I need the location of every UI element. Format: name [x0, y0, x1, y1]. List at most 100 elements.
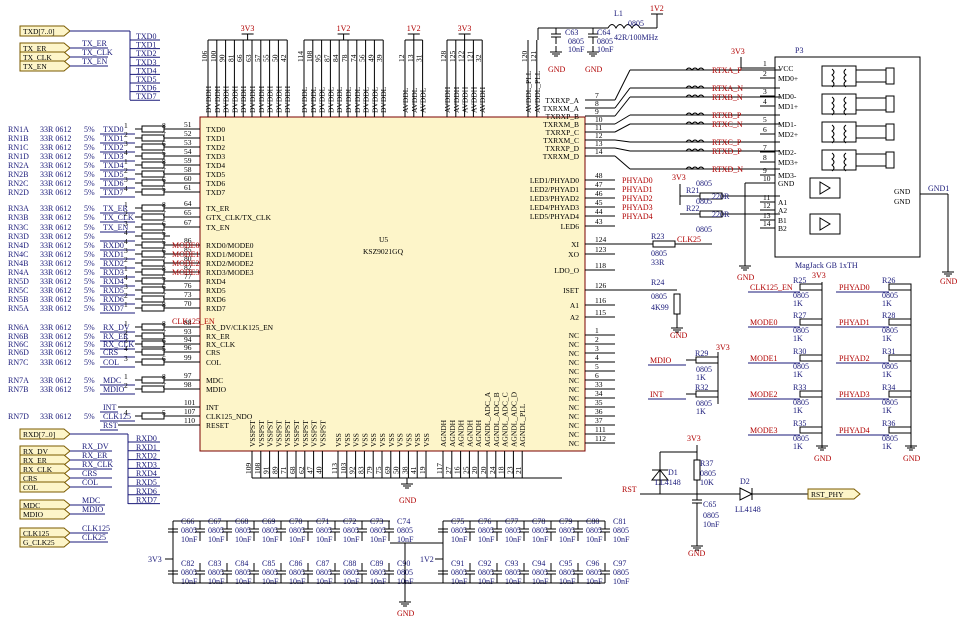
left-rn-pin-a: 3 [124, 246, 128, 255]
left-rn-pin-a: 4 [124, 408, 128, 417]
strap-val: 1K [882, 442, 892, 451]
left-rn-pin-a: 2 [124, 381, 128, 390]
strap-ref: R26 [882, 276, 895, 285]
ic-right-pin-num: 48 [595, 171, 603, 180]
ic-bottom-pin-name: VSS [422, 433, 431, 447]
decap-top-3v3-val: 10nF [262, 535, 279, 544]
rx-bus-net: RXD0 [136, 434, 157, 443]
magjack-pin-num: 4 [763, 97, 767, 106]
ic-bottom-pin-name: AGNDH [465, 419, 474, 447]
left-rn-tol: 5% [84, 161, 95, 170]
left-rst-label: RST [103, 421, 118, 430]
magjack-gnd-pin: GND [894, 197, 911, 206]
ic-right-pin-num: 115 [595, 308, 606, 317]
left-rn-net: TXD4 [103, 161, 123, 170]
inductor-val: 42R/100MHz [614, 33, 658, 42]
left-rn-val: 33R 0612 [40, 286, 71, 295]
magjack-led-b [819, 217, 831, 231]
decap-bot-1v2-pkg: 0805 [613, 568, 629, 577]
ic-bottom-pin-num: 16 [453, 466, 462, 474]
rst-phy-port [807, 488, 861, 500]
ic-left-pin-num: 82 [184, 263, 192, 272]
left-port-label: RX_CLK [23, 465, 53, 474]
rtx-jumper [614, 69, 631, 101]
left-rn-body [141, 188, 165, 196]
decap-bot-3v3-val: 10nF [208, 577, 225, 586]
left-rn-net: RXD4 [103, 277, 124, 286]
ic-right-pin-num: 5 [595, 362, 599, 371]
r23-net: CLK25 [677, 235, 701, 244]
rx-ctl-net: CRS [82, 469, 97, 478]
ic-left-pin-num: 110 [184, 416, 195, 425]
ic-right-pin-num: 46 [595, 189, 603, 198]
left-rn-ref: RN6D [8, 348, 29, 357]
strap-net: CLK125_EN [750, 283, 793, 292]
left-rn-body [141, 376, 165, 384]
left-rn-net: TXD1 [103, 134, 123, 143]
ic-right-pin-name: TXRXM_B [543, 120, 579, 129]
left-rn-net: RXD0 [103, 241, 124, 250]
ic-top-pin-name: DVDDH [257, 85, 266, 113]
left-rn-tol: 5% [84, 223, 95, 232]
decap-top-1v2-pkg: 0805 [613, 526, 629, 535]
pullup-net: INT [650, 390, 663, 399]
clk-net: CLK25 [82, 533, 106, 542]
strap-net: MODE0 [750, 318, 778, 327]
rx-bus-net: RXD2 [136, 452, 157, 461]
magjack-led-box-a [809, 177, 841, 199]
ic-bottom-pin-name: VSS [404, 433, 413, 447]
left-port [19, 536, 71, 548]
decap-bot-3v3-ref: C89 [370, 559, 383, 568]
ic-top-pin-num: 39 [375, 54, 384, 62]
left-port [19, 42, 71, 54]
r24-ref: R24 [651, 278, 664, 287]
ic-right-pin-num: 45 [595, 198, 603, 207]
decap-top-3v3-val: 10nF [208, 535, 225, 544]
ic-right-pin-name: LED4/PHYAD3 [530, 203, 579, 212]
ic-top-pin-num: 81 [226, 54, 235, 62]
ic-top-pin-num: 114 [296, 51, 305, 62]
left-rn-val: 33R 0612 [40, 232, 71, 241]
left-rn-val: 33R 0612 [40, 188, 71, 197]
decap-top-1v2-val: 10nF [613, 535, 630, 544]
left-rn-tol: 5% [84, 286, 95, 295]
ic-top-pin-num: 49 [366, 54, 375, 62]
magjack-pin-name: MD2- [778, 148, 797, 157]
ic-right-pin-num: 112 [595, 434, 606, 443]
ic-right-pin-name: NC [569, 439, 579, 448]
left-rn-body [141, 358, 165, 366]
ic-top-pin-name: DVDDH [283, 85, 292, 113]
left-rn-body [141, 223, 165, 231]
ic-bottom-pin-num: 71 [279, 466, 288, 474]
ic-right-pin-num: 44 [595, 207, 603, 216]
left-rn-pin-a: 1 [124, 121, 128, 130]
decap-top-1v2-val: 10nF [505, 535, 522, 544]
ic-top-pin-name: AVDDL_PLL [524, 70, 533, 113]
ic-right-pin-name: NC [569, 376, 579, 385]
strap-ref: R33 [793, 383, 806, 392]
ic-left-pin-name: RXD5 [206, 286, 226, 295]
left-rn-val: 33R 0612 [40, 323, 71, 332]
ic-right-pin-num: 123 [595, 245, 607, 254]
left-port [19, 454, 71, 466]
phyad-net: PHYAD4 [622, 212, 653, 221]
ic-left-pin-num: 94 [184, 335, 192, 344]
ic-top-pin-num: 95 [314, 54, 323, 62]
inductor-coil [607, 24, 641, 30]
magjack-transformer [821, 93, 857, 115]
ic-left-pin-num: 59 [184, 156, 192, 165]
ic-left-pin-name: GTX_CLK/TX_CLK [206, 213, 272, 222]
ic-right-pin-name: LDO_O [554, 266, 579, 275]
ic-top-pin-name: DVDDL [309, 86, 318, 113]
ic-top-pin-num: 63 [244, 54, 253, 62]
ic-top-pin-name: DVDDH [204, 85, 213, 113]
ic-left-pin-name: TX_ER [206, 204, 229, 213]
r37-val: 10K [700, 478, 714, 487]
ic-bottom-pin-name: VSSPST [283, 420, 292, 447]
ic-bottom-pin-name: VSS [378, 433, 387, 447]
strap-gnd-right-label: GND [903, 454, 921, 463]
magjack-rail-label: 3V3 [731, 47, 745, 56]
left-rn-val: 33R 0612 [40, 204, 71, 213]
decap-top-1v2-pkg: 0805 [586, 526, 602, 535]
led-r-pkg: 0805 [696, 197, 712, 206]
